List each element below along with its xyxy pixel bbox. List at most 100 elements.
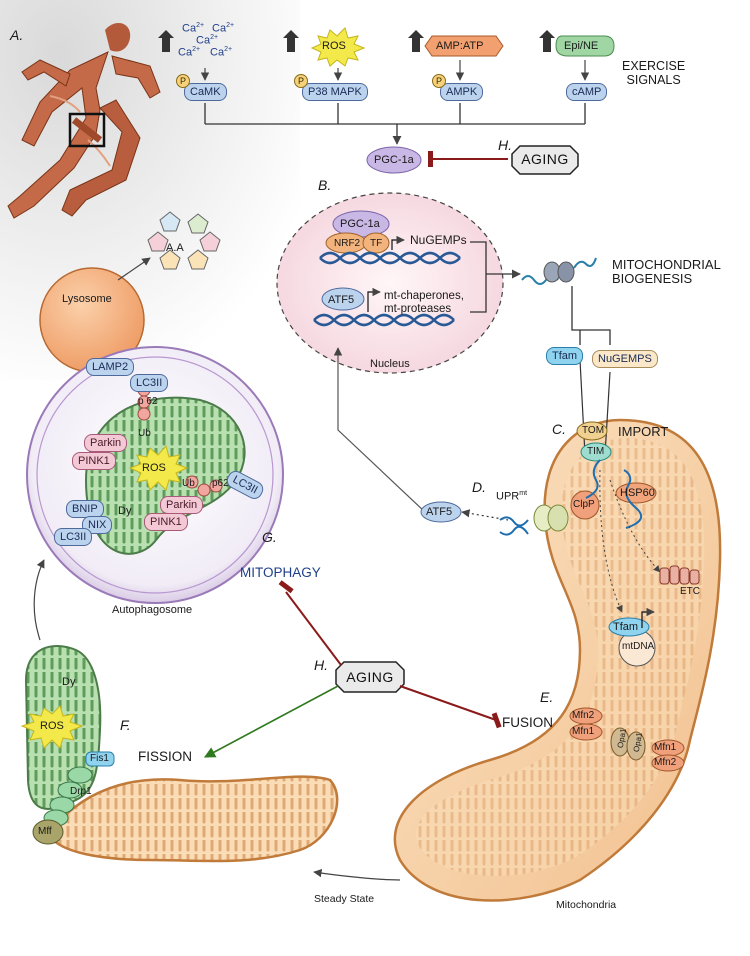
atf5-cyto-node bbox=[420, 501, 462, 523]
nrf2-label: NRF2 bbox=[334, 238, 361, 249]
camk-node: CaMK bbox=[184, 83, 227, 101]
dna-helix-top bbox=[319, 251, 461, 265]
etc-complex bbox=[659, 565, 700, 585]
peptide-chains bbox=[499, 459, 643, 536]
mtdna-label: mtDNA bbox=[622, 641, 655, 652]
mitophagy-label: MITOPHAGY bbox=[240, 565, 321, 580]
mfn2-a-label: Mfn2 bbox=[572, 710, 595, 721]
import-label: IMPORT bbox=[618, 424, 669, 439]
steady-state-label: Steady State bbox=[314, 893, 375, 905]
kinase-merge-lines bbox=[204, 103, 586, 145]
aging-octagon-top bbox=[511, 145, 579, 175]
aging-label-mid: AGING bbox=[346, 669, 394, 685]
amino-acids-label: A.A bbox=[166, 242, 184, 254]
calcium-ion: Ca2+ bbox=[182, 22, 205, 35]
steady-state-arrow bbox=[313, 868, 401, 881]
tfam-node: Tfam bbox=[546, 347, 584, 365]
fission-mitochondrion-orange bbox=[48, 775, 339, 863]
mfn2-b-label: Mfn2 bbox=[654, 757, 677, 768]
dy-autophagosome-label: Dy bbox=[118, 505, 132, 517]
panel-label-b: B. bbox=[318, 177, 332, 193]
p62-right-label: p62 bbox=[212, 478, 229, 489]
aging-inhibit-fusion bbox=[399, 685, 497, 721]
ros-star-autophagosome bbox=[128, 444, 189, 491]
p38-mapk-node: P38 MAPK bbox=[302, 83, 368, 101]
ub-top-label: Ub bbox=[138, 428, 151, 439]
pgc-1a-label: PGC-1a bbox=[374, 154, 414, 166]
hsp60-label: HSP60 bbox=[620, 487, 655, 499]
inhibit-bar-mitophagy bbox=[278, 580, 294, 594]
mfn1-a-label: Mfn1 bbox=[572, 726, 595, 737]
tf-label: TF bbox=[370, 238, 383, 249]
calcium-ion: Ca2+ bbox=[212, 22, 235, 35]
mt-chaperones-label: mt-chaperones, bbox=[384, 290, 464, 302]
tf-node bbox=[362, 232, 390, 254]
clpp-label: ClpP bbox=[573, 499, 595, 510]
lc3ii-bottom-node: LC3II bbox=[54, 528, 93, 546]
lc3ii-top-node: LC3II bbox=[130, 374, 169, 392]
nucleus-output-bracket bbox=[470, 241, 521, 313]
parkin-left-node: Parkin bbox=[84, 434, 128, 452]
tfam-inner-node bbox=[608, 617, 650, 637]
panel-label-h-mid: H. bbox=[314, 657, 328, 673]
ampk-node: AMPK bbox=[440, 83, 484, 101]
calcium-ion: Ca2+ bbox=[210, 46, 233, 59]
tim-label: TIM bbox=[587, 446, 605, 457]
ros-star-fission bbox=[20, 705, 84, 749]
panel-label-c: C. bbox=[552, 421, 566, 437]
tom-tim-channel bbox=[576, 359, 612, 462]
aging-promote-fission bbox=[204, 685, 339, 758]
panel-label-e: E. bbox=[540, 689, 554, 705]
nucleus-label: Nucleus bbox=[370, 358, 410, 370]
fis1-label: Fis1 bbox=[90, 753, 109, 764]
mfn1-b-label: Mfn1 bbox=[654, 742, 677, 753]
ub-right-label: Ub bbox=[182, 478, 195, 489]
aging-octagon-mid bbox=[335, 661, 405, 693]
atf5-cyto-label: ATF5 bbox=[426, 506, 453, 518]
lysosome-label: Lysosome bbox=[62, 293, 112, 305]
pgc-1a-inner-label: PGC-1a bbox=[340, 218, 380, 230]
lamp2-node: LAMP2 bbox=[86, 358, 135, 376]
mtdna-promoter-arrow bbox=[641, 607, 655, 628]
phospho-tag: P bbox=[294, 74, 308, 88]
drp1-label: Drp1 bbox=[70, 786, 92, 797]
aging-inhibit-mitophagy bbox=[285, 591, 342, 666]
phospho-tag: P bbox=[176, 74, 190, 88]
internal-dotted-arrows bbox=[599, 469, 661, 613]
ros-signal-label: ROS bbox=[322, 40, 346, 52]
fusion-proteins bbox=[569, 707, 685, 772]
panel-label-a: A. bbox=[10, 27, 24, 43]
amp-atp-label: AMP:ATP bbox=[436, 40, 484, 52]
nugemps-label: NuGEMPs bbox=[410, 233, 467, 247]
drp1-ring bbox=[43, 766, 93, 827]
phospho-tag: P bbox=[432, 74, 446, 88]
uprmt-complex bbox=[533, 504, 569, 532]
epi-ne-label: Epi/NE bbox=[564, 40, 599, 52]
p62-top-label: p 62 bbox=[138, 396, 158, 407]
nucleus bbox=[276, 192, 504, 374]
panel-label-h-top: H. bbox=[498, 137, 512, 153]
panel-label-d: D. bbox=[472, 479, 486, 495]
mt-proteases-label: mt-proteases bbox=[384, 303, 452, 315]
signal-to-kinase-arrows bbox=[200, 60, 590, 81]
nugemps-promoter-arrow bbox=[391, 235, 405, 250]
mito-cristae bbox=[415, 438, 705, 877]
aging-label-top: AGING bbox=[521, 151, 569, 167]
uprmt-label: UPRmt bbox=[496, 490, 528, 503]
ubiquitin-chain bbox=[137, 383, 223, 497]
panel-label-f: F. bbox=[120, 717, 131, 733]
fis1-node bbox=[85, 751, 115, 767]
mff-node bbox=[32, 819, 64, 845]
calcium-ion: Ca2+ bbox=[178, 46, 201, 59]
mitochondria-label: Mitochondria bbox=[556, 899, 617, 911]
camp-node: cAMP bbox=[566, 83, 608, 101]
biogenesis-to-import-line bbox=[571, 286, 611, 345]
dy-fission-label: Dy bbox=[62, 676, 76, 688]
pgc-1a-node bbox=[366, 146, 422, 174]
amino-acid-pentagons bbox=[147, 211, 221, 270]
etc-label: ETC bbox=[680, 586, 700, 597]
fission-label: FISSION bbox=[138, 749, 193, 764]
pink1-right-node: PINK1 bbox=[144, 513, 188, 531]
